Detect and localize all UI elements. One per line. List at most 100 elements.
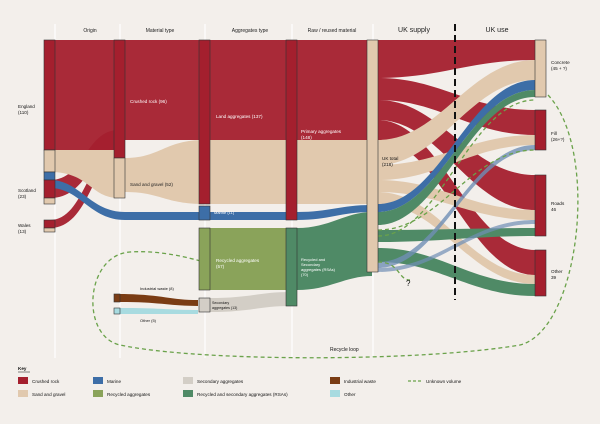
legend-swatch-industrial-waste xyxy=(330,377,340,384)
label-other-waste: Other (5) xyxy=(140,318,157,323)
legend-swatch-other xyxy=(330,390,340,397)
flow-primary-uk-sand xyxy=(297,140,372,204)
node-sand-gravel xyxy=(113,157,126,199)
flow-land-primary xyxy=(210,40,290,140)
unknown-question-mark: ? xyxy=(406,279,411,288)
flow-england-crushed-rock xyxy=(50,40,119,150)
label-roads-value: 46 xyxy=(551,207,557,212)
node-england-sand xyxy=(43,149,56,173)
label-recycled-aggregates: Recycled aggregates xyxy=(216,258,260,263)
flow-uk-concrete-marine xyxy=(378,80,535,212)
flow-marine-primary xyxy=(210,212,290,220)
legend-label-industrial-waste: Industrial waste xyxy=(344,379,376,384)
label-roads: Roads xyxy=(551,201,565,206)
legend-swatch-crushed-rock xyxy=(18,377,28,384)
flow-uk-roads-green xyxy=(378,228,535,242)
flow-uk-rsa-green xyxy=(378,90,535,225)
flow-primary-uk-marine xyxy=(297,205,372,220)
header-origin: Origin xyxy=(83,28,97,34)
label-concrete-value: (45 + ?) xyxy=(551,66,567,71)
label-fill: Fill xyxy=(551,131,557,136)
label-uk-total-value: (218) xyxy=(382,162,393,167)
flow-other-secondary xyxy=(120,308,198,314)
label-sand-gravel: Sand and gravel (52) xyxy=(130,182,173,187)
node-concrete xyxy=(534,39,547,98)
node-wales-sand xyxy=(43,227,56,233)
node-england-rock xyxy=(43,39,56,151)
label-england: England xyxy=(18,104,35,109)
unknown-flow-line xyxy=(377,261,411,281)
label-wales: Wales xyxy=(18,223,31,228)
header-material-type: Material type xyxy=(146,28,175,34)
flow-england-sand-gravel xyxy=(50,150,119,198)
flow-uk-fill-marine xyxy=(378,145,535,268)
legend-swatch-recycled-aggregates xyxy=(93,390,103,397)
label-concrete: Concrete xyxy=(551,60,570,65)
label-land-aggregates: Land aggregates (137) xyxy=(216,114,263,119)
flow-sand-gravel-land xyxy=(125,140,204,204)
node-marine xyxy=(198,205,211,221)
flow-rsa-uk xyxy=(297,212,372,290)
legend-title: Key xyxy=(18,366,27,371)
legend-label-sand-and-gravel: Sand and gravel xyxy=(32,392,65,397)
flow-land-primary-sand xyxy=(210,140,290,204)
node-rsa xyxy=(285,227,298,307)
node-recycled-aggregates xyxy=(198,227,211,291)
label-recycle-loop: Recycle loop xyxy=(330,347,359,353)
node-labels: England (110) Scotland (23) Wales (13) C… xyxy=(18,60,570,353)
label-recycled-aggregates-value: (57) xyxy=(216,264,225,269)
flow-recycled-rsa xyxy=(210,228,290,290)
node-primary-aggregates xyxy=(285,39,298,221)
node-wales xyxy=(43,219,56,229)
header-aggregates-type: Aggregates type xyxy=(232,28,269,34)
header-uk-use: UK use xyxy=(486,27,509,34)
unknown-flow-line xyxy=(377,149,536,231)
label-scotland-value: (23) xyxy=(18,194,27,199)
flow-uk-other-green xyxy=(378,248,535,296)
flow-crushed-rock-land xyxy=(125,40,204,140)
legend-label-other: Other xyxy=(344,392,356,397)
node-other-use xyxy=(534,249,547,297)
legend-label-marine: Marine xyxy=(107,379,121,384)
flow-uk-roads-marine xyxy=(378,220,535,272)
node-land-aggregates xyxy=(198,39,211,205)
legend-swatch-sand-and-gravel xyxy=(18,390,28,397)
nodes xyxy=(43,39,547,315)
flow-uk-concrete-rock xyxy=(378,40,535,78)
node-scotland-sand xyxy=(43,197,56,205)
node-roads xyxy=(534,174,547,237)
node-fill xyxy=(534,109,547,151)
label-scotland: Scotland xyxy=(18,188,36,193)
label-other-use-value: 39 xyxy=(551,275,557,280)
flow-industrial-secondary xyxy=(120,294,198,306)
node-uk-total xyxy=(366,39,379,273)
label-rsa-line3: aggregates (RSAs) xyxy=(301,267,336,272)
label-primary-aggregates: Primary aggregates xyxy=(301,129,342,134)
column-headers: Origin Material type Aggregates type Raw… xyxy=(83,27,508,34)
node-secondary-aggregates xyxy=(198,297,211,313)
node-industrial-waste xyxy=(113,293,121,303)
label-fill-value: (26+?) xyxy=(551,137,565,142)
label-uk-total: UK total xyxy=(382,156,398,161)
flow-primary-uk-crushed xyxy=(297,40,372,140)
recycle-loop-line xyxy=(92,94,579,359)
label-marine: Marine (11) xyxy=(214,210,235,215)
label-industrial-waste: Industrial waste (8) xyxy=(140,286,174,291)
label-rsa-line1: Recycled and xyxy=(301,257,325,262)
header-uk-supply: UK supply xyxy=(398,27,430,34)
flows xyxy=(50,40,535,314)
label-secondary-line2: aggregates (13) xyxy=(212,306,237,310)
legend-label-crushed-rock: Crushed rock xyxy=(32,379,60,384)
flow-uk-concrete-sand xyxy=(378,60,535,165)
node-england-marine xyxy=(43,171,56,181)
label-primary-aggregates-value: (148) xyxy=(301,135,312,140)
legend-swatch-marine xyxy=(93,377,103,384)
label-rsa-value: (70) xyxy=(301,272,309,277)
legend-label-secondary-aggregates: Secondary aggregates xyxy=(197,379,244,384)
label-rsa-line2: Secondary xyxy=(301,262,320,267)
legend-swatch-recycled-and-secondary-aggregates-rsas xyxy=(183,390,193,397)
node-crushed-rock xyxy=(113,39,126,159)
